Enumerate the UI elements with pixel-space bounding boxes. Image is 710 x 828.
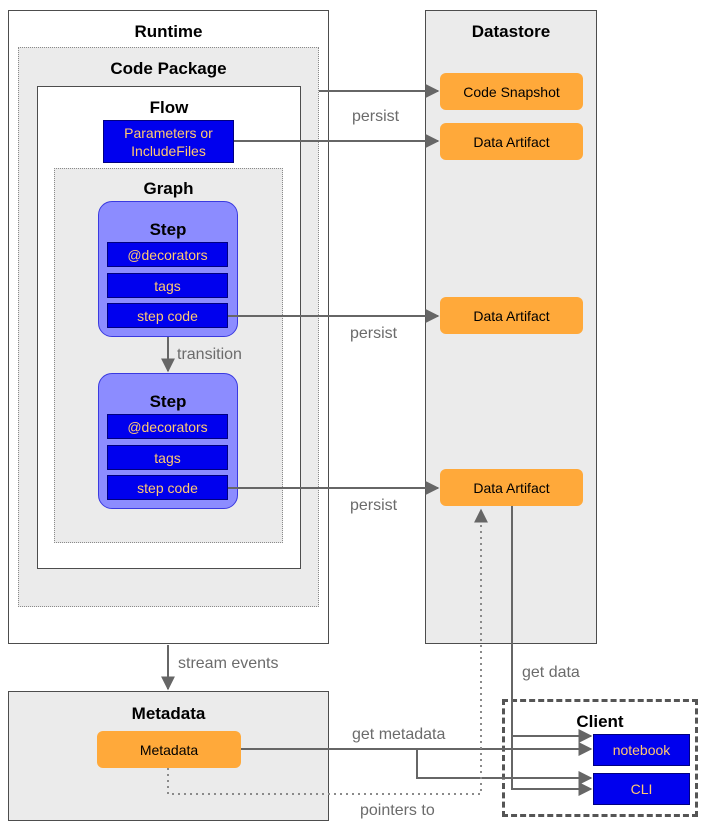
step-1-title: Step: [149, 220, 187, 239]
step-1-code: step code: [107, 303, 228, 328]
notebook-box[interactable]: notebook: [593, 734, 690, 766]
stream-events-label: stream events: [178, 655, 279, 672]
parameters-line-2: IncludeFiles: [131, 142, 206, 159]
code-snapshot-box: Code Snapshot: [440, 73, 583, 110]
datastore-title: Datastore: [471, 22, 551, 41]
metadata-box: Metadata: [97, 731, 241, 768]
data-artifact-box-2: Data Artifact: [440, 297, 583, 334]
parameters-box: Parameters or IncludeFiles: [103, 120, 234, 163]
parameters-line-1: Parameters or: [124, 124, 213, 141]
runtime-title: Runtime: [134, 22, 203, 41]
transition-label: transition: [177, 346, 242, 363]
graph-title: Graph: [143, 179, 194, 198]
step-1-decorators: @decorators: [107, 242, 228, 267]
pointers-to-label: pointers to: [360, 802, 435, 819]
get-metadata-label: get metadata: [352, 726, 446, 743]
persist-label-2: persist: [350, 325, 398, 342]
metadata-title: Metadata: [131, 704, 206, 723]
client-title: Client: [576, 712, 624, 731]
step-1-tags: tags: [107, 273, 228, 298]
code-package-title: Code Package: [110, 59, 227, 78]
step-2-decorators: @decorators: [107, 414, 228, 439]
step-2-tags: tags: [107, 445, 228, 470]
persist-label-1: persist: [352, 108, 400, 125]
data-artifact-box-1: Data Artifact: [440, 123, 583, 160]
data-artifact-box-3: Data Artifact: [440, 469, 583, 506]
persist-label-3: persist: [350, 497, 398, 514]
get-data-label: get data: [522, 664, 580, 681]
step-2-code: step code: [107, 475, 228, 500]
cli-box[interactable]: CLI: [593, 773, 690, 805]
flow-title: Flow: [149, 98, 189, 117]
step-2-title: Step: [149, 392, 187, 411]
